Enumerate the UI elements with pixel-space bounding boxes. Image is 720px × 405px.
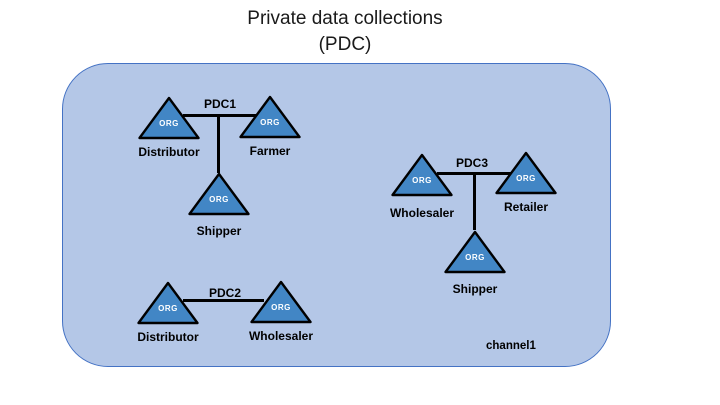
org-node-pdc1-farmer: ORG Farmer <box>222 95 318 158</box>
org-triangle-icon <box>137 281 199 325</box>
org-text: ORG <box>516 174 536 183</box>
pdc3-connector-vertical <box>473 172 476 230</box>
org-triangle-icon <box>138 96 200 140</box>
node-label: Distributor <box>137 330 199 344</box>
org-text: ORG <box>158 304 178 313</box>
pdc3-label: PDC3 <box>456 156 489 170</box>
org-triangle-icon <box>391 153 453 197</box>
page-title-line2: (PDC) <box>318 34 372 55</box>
node-label: Farmer <box>249 144 291 158</box>
page-title: Private data collections (PDC) <box>0 6 690 58</box>
org-node-pdc1-distributor: ORG Distributor <box>121 96 217 159</box>
page-title-line1: Private data collections <box>247 8 443 29</box>
org-text: ORG <box>209 195 229 204</box>
org-node-pdc1-shipper: ORG Shipper <box>171 172 267 238</box>
org-text: ORG <box>159 119 179 128</box>
pdc1-connector-vertical <box>217 114 220 173</box>
org-triangle-icon <box>250 280 312 324</box>
org-text: ORG <box>465 253 485 262</box>
pdc2-label: PDC2 <box>209 286 242 300</box>
node-label: Retailer <box>503 200 549 214</box>
org-node-pdc3-shipper: ORG Shipper <box>427 230 523 296</box>
org-node-pdc2-distributor: ORG Distributor <box>120 281 216 344</box>
org-node-pdc3-wholesaler: ORG Wholesaler <box>374 153 470 220</box>
node-label: Shipper <box>452 282 498 296</box>
org-text: ORG <box>260 118 280 127</box>
org-triangle-icon <box>444 230 506 274</box>
channel-label: channel1 <box>486 340 536 352</box>
org-triangle-icon <box>239 95 301 139</box>
org-text: ORG <box>271 303 291 312</box>
pdc1-label: PDC1 <box>204 97 237 111</box>
org-node-pdc3-retailer: ORG Retailer <box>478 151 574 214</box>
org-triangle-icon <box>188 172 250 216</box>
node-label: Wholesaler <box>389 206 455 220</box>
node-label: Distributor <box>138 145 200 159</box>
node-label: Shipper <box>196 224 242 238</box>
pdc1-connector-horizontal <box>183 114 256 117</box>
org-node-pdc2-wholesaler: ORG Wholesaler <box>233 280 329 343</box>
pdc2-connector-horizontal <box>183 299 264 302</box>
node-label: Wholesaler <box>248 329 314 343</box>
org-text: ORG <box>412 176 432 185</box>
org-triangle-icon <box>495 151 557 195</box>
